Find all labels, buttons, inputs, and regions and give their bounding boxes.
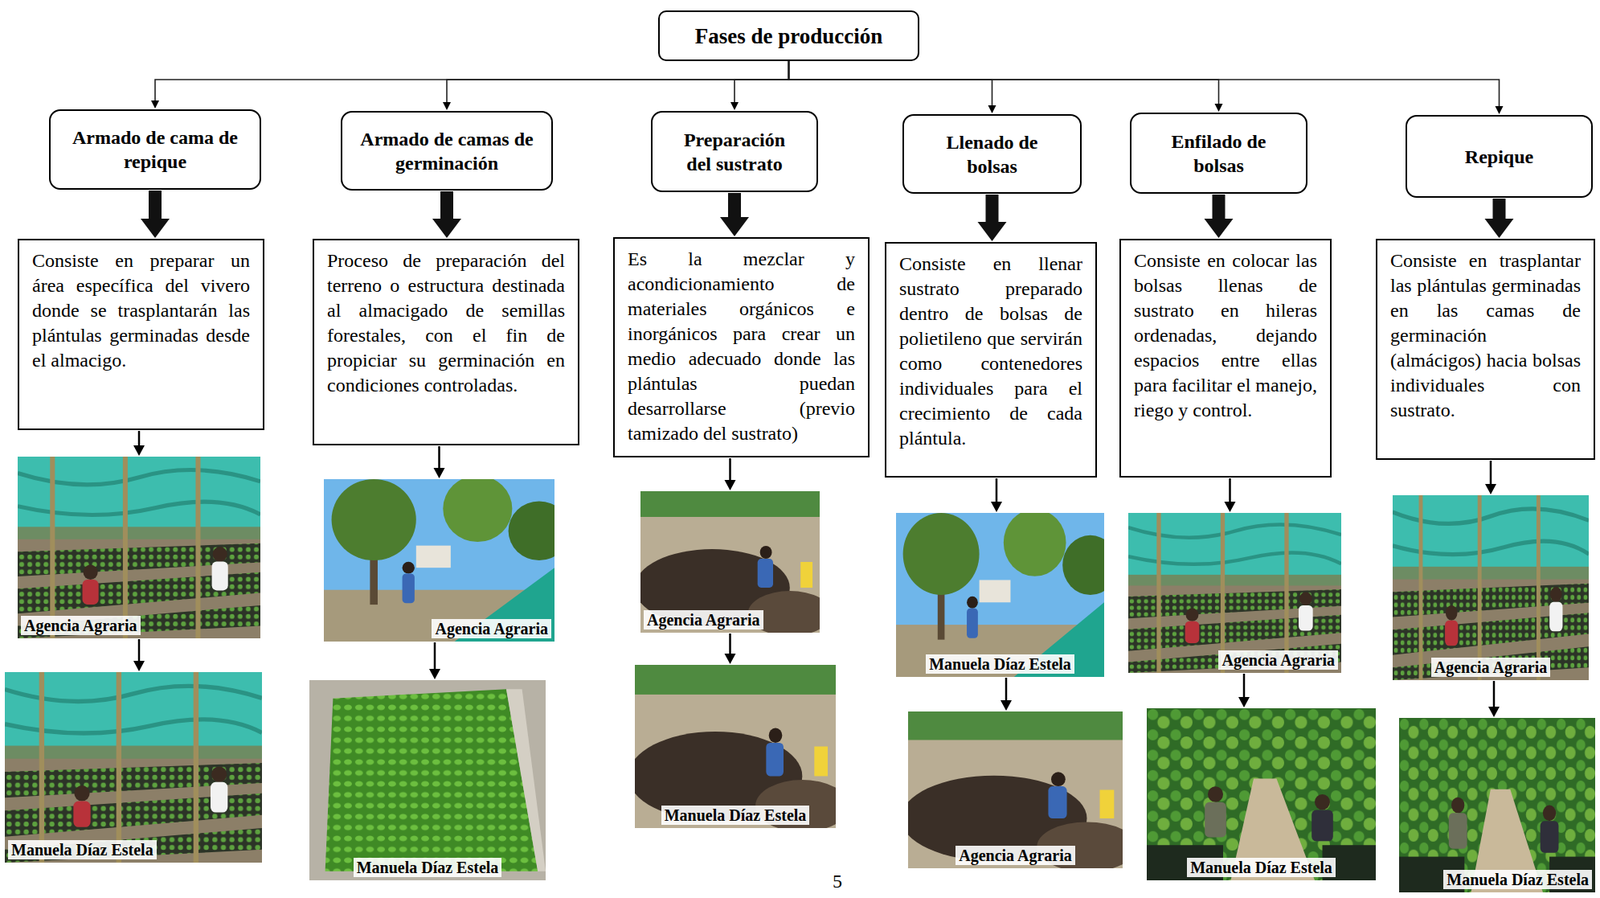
phase-header: Armado de camas de germinación — [340, 110, 553, 191]
photo-panel: Manuela Díaz Estela — [1146, 707, 1376, 880]
photo — [4, 671, 262, 863]
connector — [1485, 460, 1497, 495]
connector — [1204, 194, 1234, 238]
connector — [789, 61, 1504, 115]
photo-caption: Manuela Díaz Estela — [661, 805, 811, 825]
connector — [140, 190, 170, 238]
photo — [1146, 707, 1376, 880]
photo-panel: Agencia Agraria — [17, 456, 261, 639]
connector — [789, 61, 1224, 112]
connector — [1000, 677, 1012, 711]
description-box: Consiste en llenar sustrato preparado de… — [884, 241, 1097, 478]
header-text: Preparación del sustrato — [670, 127, 799, 176]
photo-caption: Agencia Agraria — [955, 845, 1076, 865]
connector — [730, 61, 790, 111]
description-text: Consiste en llenar sustrato preparado de… — [899, 251, 1083, 451]
photo-panel: Manuela Díaz Estela — [309, 679, 546, 880]
description-text: Consiste en trasplantar las plántulas ge… — [1390, 248, 1581, 423]
connector — [978, 194, 1007, 242]
connector — [724, 633, 737, 664]
connector — [442, 61, 790, 111]
description-box: Es la mezclar y acondicionamiento de mat… — [613, 237, 870, 458]
page-number: 5 — [832, 869, 843, 893]
photo-caption: Manuela Díaz Estela — [353, 857, 503, 877]
header-text: Armado de camas de germinación — [360, 126, 534, 176]
photo-panel: Agencia Agraria — [908, 711, 1123, 868]
phase-header: Repique — [1405, 114, 1593, 198]
photo-caption: Agencia Agraria — [643, 609, 764, 630]
photo-caption: Agencia Agraria — [20, 615, 141, 635]
connector — [1238, 673, 1250, 708]
title-text: Fases de producción — [695, 23, 884, 50]
connector — [133, 638, 145, 672]
connector — [789, 61, 997, 114]
connector — [151, 61, 790, 109]
photo — [896, 508, 1118, 677]
photo-panel: Manuela Díaz Estela — [1399, 717, 1596, 893]
photo-panel: Agencia Agraria — [323, 478, 555, 642]
description-box: Consiste en preparar un área específica … — [17, 238, 265, 430]
photo-panel: Agencia Agraria — [640, 491, 820, 633]
connector — [1488, 680, 1500, 717]
phase-header: Llenado de bolsas — [902, 114, 1082, 194]
photo-panel: Agencia Agraria — [1128, 512, 1342, 673]
photo — [309, 679, 546, 880]
photo-caption: Manuela Díaz Estela — [1443, 869, 1592, 889]
photo — [323, 474, 570, 642]
photo-panel: Agencia Agraria — [1392, 495, 1589, 680]
connector — [990, 478, 1003, 512]
photo-panel: Manuela Díaz Estela — [4, 671, 262, 863]
photo-caption: Agencia Agraria — [1431, 657, 1551, 677]
phase-header: Enfilado de bolsas — [1129, 112, 1308, 194]
title-box: Fases de producción — [658, 10, 920, 62]
connector — [720, 192, 749, 237]
description-text: Consiste en colocar las bolsas llenas de… — [1133, 248, 1318, 423]
photo-panel: Manuela Díaz Estela — [634, 664, 836, 828]
header-text: Llenado de bolsas — [921, 130, 1063, 179]
photo-caption: Manuela Díaz Estela — [925, 654, 1075, 674]
header-text: Armado de cama de repique — [68, 125, 242, 174]
connector — [433, 446, 446, 479]
description-box: Proceso de preparación del terreno o est… — [312, 238, 580, 446]
photo-caption: Agencia Agraria — [431, 618, 552, 639]
photo — [628, 664, 850, 832]
description-text: Consiste en preparar un área específica … — [32, 248, 250, 373]
phase-header: Preparación del sustrato — [650, 110, 819, 193]
photo-caption: Manuela Díaz Estela — [1186, 857, 1336, 877]
connector — [1485, 198, 1515, 238]
photo — [17, 456, 261, 639]
photo — [1128, 512, 1342, 673]
header-text: Enfilado de bolsas — [1149, 129, 1289, 178]
connector — [724, 458, 737, 491]
photo-panel: Manuela Díaz Estela — [896, 512, 1105, 677]
header-text: Repique — [1464, 144, 1534, 169]
description-text: Proceso de preparación del terreno o est… — [327, 248, 565, 398]
photo-caption: Agencia Agraria — [1218, 650, 1339, 670]
photo — [1399, 717, 1596, 893]
connector — [429, 642, 441, 680]
description-box: Consiste en colocar las bolsas llenas de… — [1119, 238, 1332, 478]
photo — [634, 491, 832, 636]
connector — [432, 191, 462, 238]
connector — [133, 430, 145, 456]
photo-caption: Manuela Díaz Estela — [8, 839, 157, 860]
photo — [900, 711, 1138, 872]
photo — [1392, 495, 1589, 680]
description-text: Es la mezclar y acondicionamiento de mat… — [627, 246, 856, 447]
connector — [1224, 478, 1236, 512]
phase-header: Armado de cama de repique — [49, 109, 262, 190]
description-box: Consiste en trasplantar las plántulas ge… — [1375, 238, 1596, 460]
